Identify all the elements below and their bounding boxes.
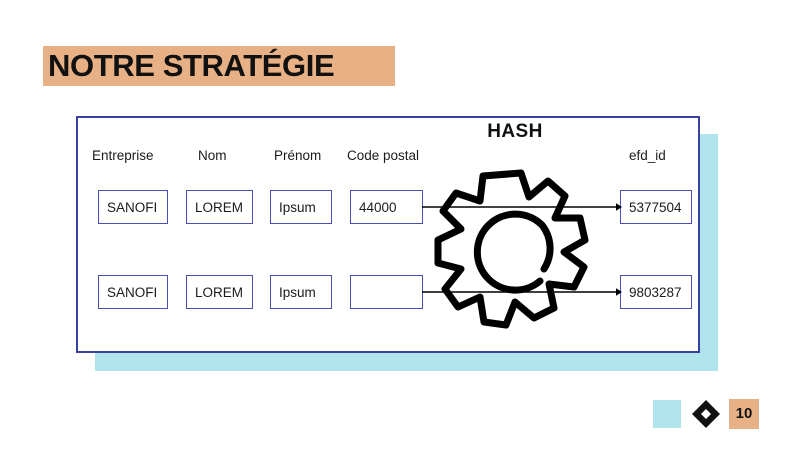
column-header-entreprise: Entreprise [92, 148, 154, 163]
table-row: 44000 [350, 190, 423, 224]
footer-accent-square [653, 400, 681, 428]
title-highlight-band [43, 46, 395, 86]
cell-prenom: Ipsum [279, 284, 316, 300]
column-header-code-postal: Code postal [347, 148, 420, 163]
table-row: SANOFI [98, 190, 168, 224]
diagram-panel [76, 116, 700, 353]
cell-entreprise: SANOFI [107, 284, 158, 300]
cell-code-postal: 44000 [359, 199, 397, 215]
column-header-prenom: Prénom [274, 148, 322, 163]
cell-efd-id: 9803287 [629, 284, 682, 300]
table-row: Ipsum [270, 190, 332, 224]
table-row: SANOFI [98, 275, 168, 309]
cell-entreprise: SANOFI [107, 199, 158, 215]
table-row: LOREM [186, 190, 253, 224]
table-row: 9803287 [620, 275, 692, 309]
column-header-nom: Nom [198, 148, 227, 163]
table-row: LOREM [186, 275, 253, 309]
arrow-right-icon [422, 203, 622, 211]
page-number-badge [729, 399, 759, 429]
column-header-efd-id: efd_id [629, 148, 666, 163]
cell-efd-id: 5377504 [629, 199, 682, 215]
process-label-hash: HASH [487, 121, 543, 142]
gear-outline [434, 169, 589, 329]
page-title: NOTRE STRATÉGIE [48, 48, 335, 83]
table-row: Ipsum [270, 275, 332, 309]
page-number-label: 10 [735, 405, 753, 422]
cell-nom: LOREM [195, 284, 244, 300]
diamond-icon [692, 400, 720, 428]
cell-prenom: Ipsum [279, 199, 316, 215]
table-row: 5377504 [620, 190, 692, 224]
cell-nom: LOREM [195, 199, 244, 215]
table-row [350, 275, 423, 309]
gear-inner-circle [473, 210, 554, 294]
arrow-right-icon [422, 288, 622, 296]
gear-icon [434, 169, 589, 329]
